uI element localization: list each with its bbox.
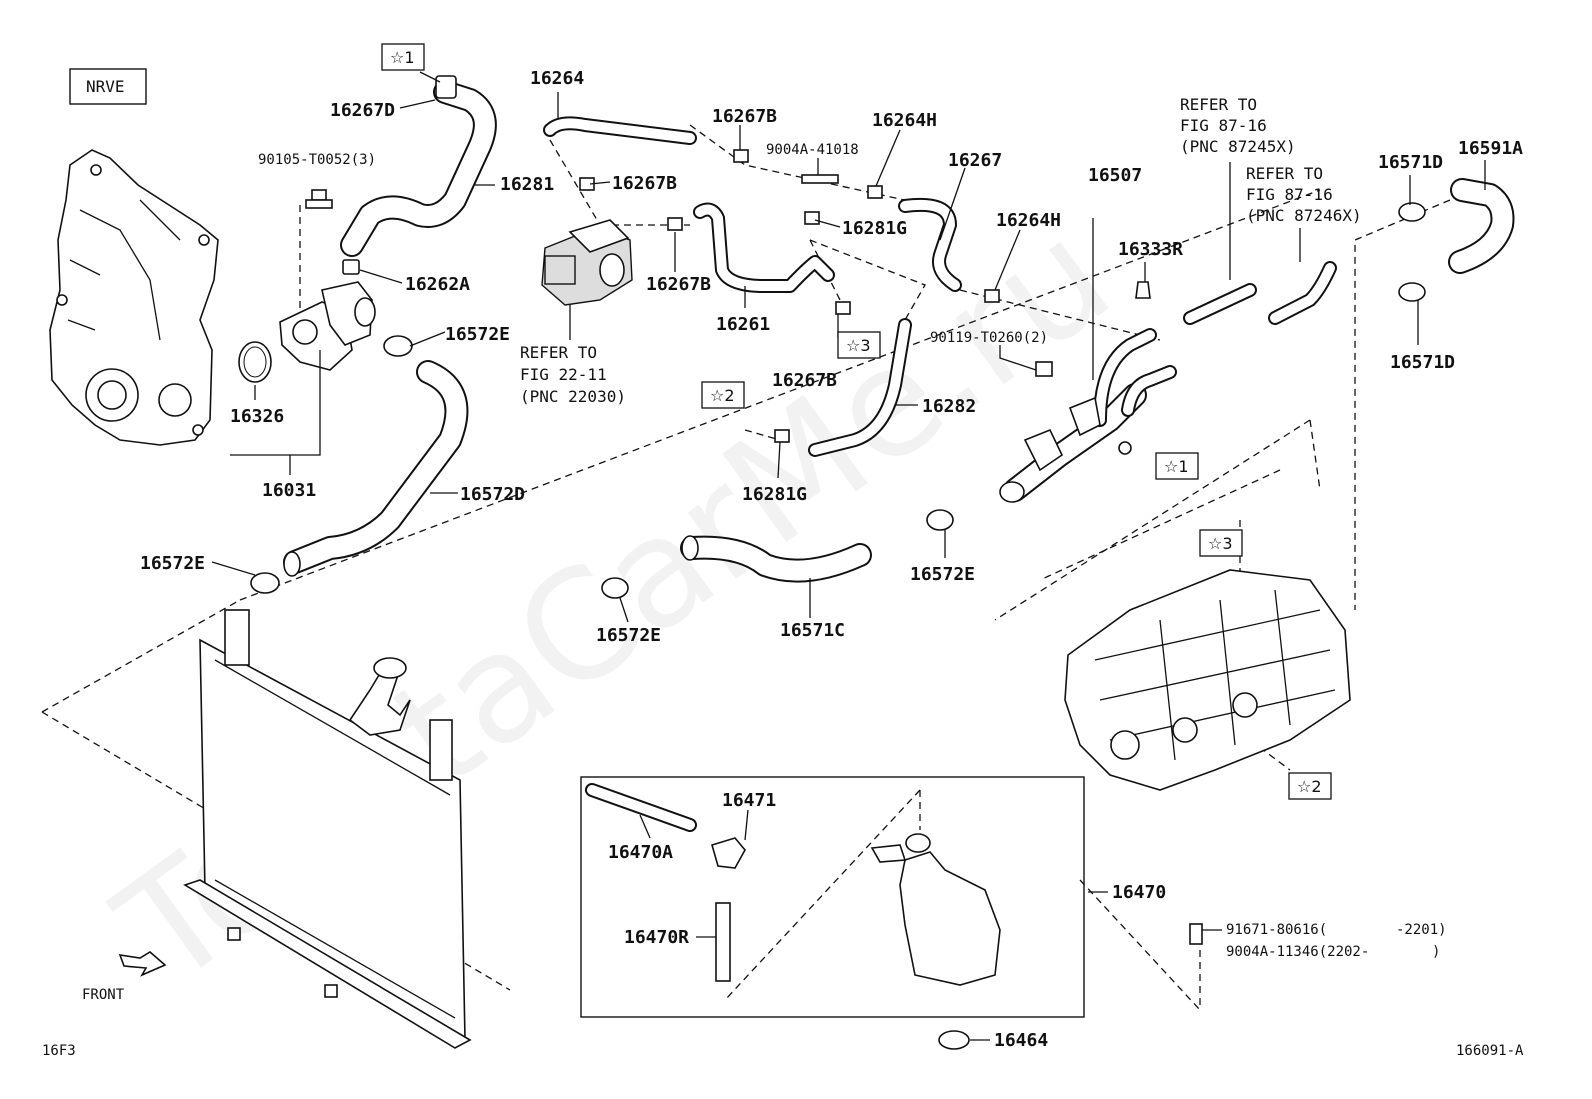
label-91671-range: -2201) (1396, 922, 1447, 938)
label-9004A-41018: 9004A-41018 (766, 142, 859, 158)
label-16572E-c: 16572E (910, 564, 975, 585)
svg-text:REFER TO: REFER TO (520, 343, 597, 362)
front-label: FRONT (82, 987, 125, 1003)
clip-16281G-a (804, 211, 820, 225)
label-16267B-b: 16267B (712, 106, 777, 127)
label-16470A: 16470A (608, 842, 673, 863)
ref-fig-87-16-b: REFER TO FIG 87-16 (PNC 87246X) (1246, 164, 1362, 225)
label-16471: 16471 (722, 790, 776, 811)
clamp-16572E-d (926, 509, 954, 531)
bolt-90119 (1035, 361, 1053, 377)
svg-text:☆3: ☆3 (846, 336, 871, 355)
label-16572E-a: 16572E (445, 324, 510, 345)
label-16261: 16261 (716, 314, 770, 335)
svg-text:☆1: ☆1 (1164, 457, 1189, 476)
label-16464: 16464 (994, 1030, 1048, 1051)
clamp-16572E-lower-left (250, 572, 280, 594)
star-markers: ☆1 ☆2 ☆3 ☆1 ☆3 ☆2 (381, 43, 1332, 800)
label-16571D-a: 16571D (1378, 152, 1443, 173)
bolt-90105 (305, 189, 333, 209)
svg-text:☆2: ☆2 (1297, 777, 1322, 796)
radiator (183, 609, 472, 1049)
svg-text:☆1: ☆1 (390, 48, 415, 67)
label-16507: 16507 (1088, 165, 1142, 186)
label-16282: 16282 (922, 396, 976, 417)
label-16281G-a: 16281G (842, 218, 907, 239)
svg-text:REFER TO: REFER TO (1246, 164, 1323, 183)
label-16267B-d: 16267B (772, 370, 837, 391)
water-pipe-16507 (999, 328, 1177, 503)
label-16572E-d: 16572E (596, 625, 661, 646)
grommet-16464 (938, 1030, 970, 1050)
ref-fig-87-16-a: REFER TO FIG 87-16 (PNC 87245X) (1180, 95, 1296, 156)
cylinder-head (1064, 569, 1351, 791)
pipe-16470R (715, 902, 731, 982)
stud-9004A-41018 (801, 174, 839, 184)
timing-cover (49, 149, 219, 446)
clamp-16572E-upper (383, 335, 413, 357)
label-16264: 16264 (530, 68, 584, 89)
reservoir-group-box (580, 776, 1085, 1018)
label-9004A-11346-range: ) (1432, 944, 1440, 960)
clip-16262A (342, 259, 360, 275)
label-16326: 16326 (230, 406, 284, 427)
part-labels: 16267D 90105-T0052(3) 16281 16262A 16572… (140, 68, 1523, 1051)
clip-16281G-b (774, 429, 790, 443)
svg-text:FIG 87-16: FIG 87-16 (1246, 185, 1333, 204)
label-16267B-c: 16267B (646, 274, 711, 295)
reservoir-tank-16470 (870, 833, 1001, 986)
svg-text:(PNC 22030): (PNC 22030) (520, 387, 626, 406)
svg-text:FIG 87-16: FIG 87-16 (1180, 116, 1267, 135)
clamp-16572E-c (601, 577, 629, 599)
label-16264H-b: 16264H (996, 210, 1061, 231)
label-16267B-a: 16267B (612, 173, 677, 194)
clip-16267B-d (835, 301, 851, 315)
bolt-91671 (1189, 923, 1203, 945)
label-16267D: 16267D (330, 100, 395, 121)
engine-code-box (69, 68, 147, 105)
label-16470: 16470 (1112, 882, 1166, 903)
svg-text:FIG 22-11: FIG 22-11 (520, 365, 607, 384)
clip-16267B-b (733, 149, 749, 163)
svg-text:(PNC 87246X): (PNC 87246X) (1246, 206, 1362, 225)
clip-16264H-b (984, 289, 1000, 303)
clip-16267B-c (667, 217, 683, 231)
label-16333R: 16333R (1118, 239, 1183, 260)
clip-16264H-a (867, 185, 883, 199)
clamp-16571D-lower (1398, 282, 1426, 302)
label-16281G-b: 16281G (742, 484, 807, 505)
label-16572E-b: 16572E (140, 553, 205, 574)
front-arrow-icon (118, 951, 167, 977)
label-16264H-a: 16264H (872, 110, 937, 131)
fitting-16471 (711, 837, 746, 869)
clamp-16267D (435, 75, 457, 99)
part-16333R (1135, 281, 1151, 299)
engine-code: NRVE (86, 77, 125, 96)
label-16591A: 16591A (1458, 138, 1523, 159)
svg-text:REFER TO: REFER TO (1180, 95, 1257, 114)
label-16470R: 16470R (624, 927, 689, 948)
label-90119: 90119-T0260(2) (930, 330, 1048, 346)
label-90105: 90105-T0052(3) (258, 152, 376, 168)
footer-right: 166091-A (1456, 1043, 1524, 1059)
svg-text:☆3: ☆3 (1208, 534, 1233, 553)
label-16262A: 16262A (405, 274, 470, 295)
clamp-16571D-upper (1398, 202, 1426, 222)
label-16267: 16267 (948, 150, 1002, 171)
label-16571C: 16571C (780, 620, 845, 641)
label-16572D: 16572D (460, 484, 525, 505)
egr-valve-block (541, 219, 633, 306)
label-16571D-b: 16571D (1390, 352, 1455, 373)
svg-text:(PNC 87245X): (PNC 87245X) (1180, 137, 1296, 156)
label-91671: 91671-80616( (1226, 922, 1327, 938)
svg-text:☆2: ☆2 (710, 386, 735, 405)
label-9004A-11346: 9004A-11346(2202- (1226, 944, 1369, 960)
label-16031: 16031 (262, 480, 316, 501)
footer-left: 16F3 (42, 1043, 76, 1059)
label-16281: 16281 (500, 174, 554, 195)
water-outlet-16031 (279, 281, 376, 371)
ref-fig-22-11: REFER TO FIG 22-11 (PNC 22030) (520, 343, 626, 406)
